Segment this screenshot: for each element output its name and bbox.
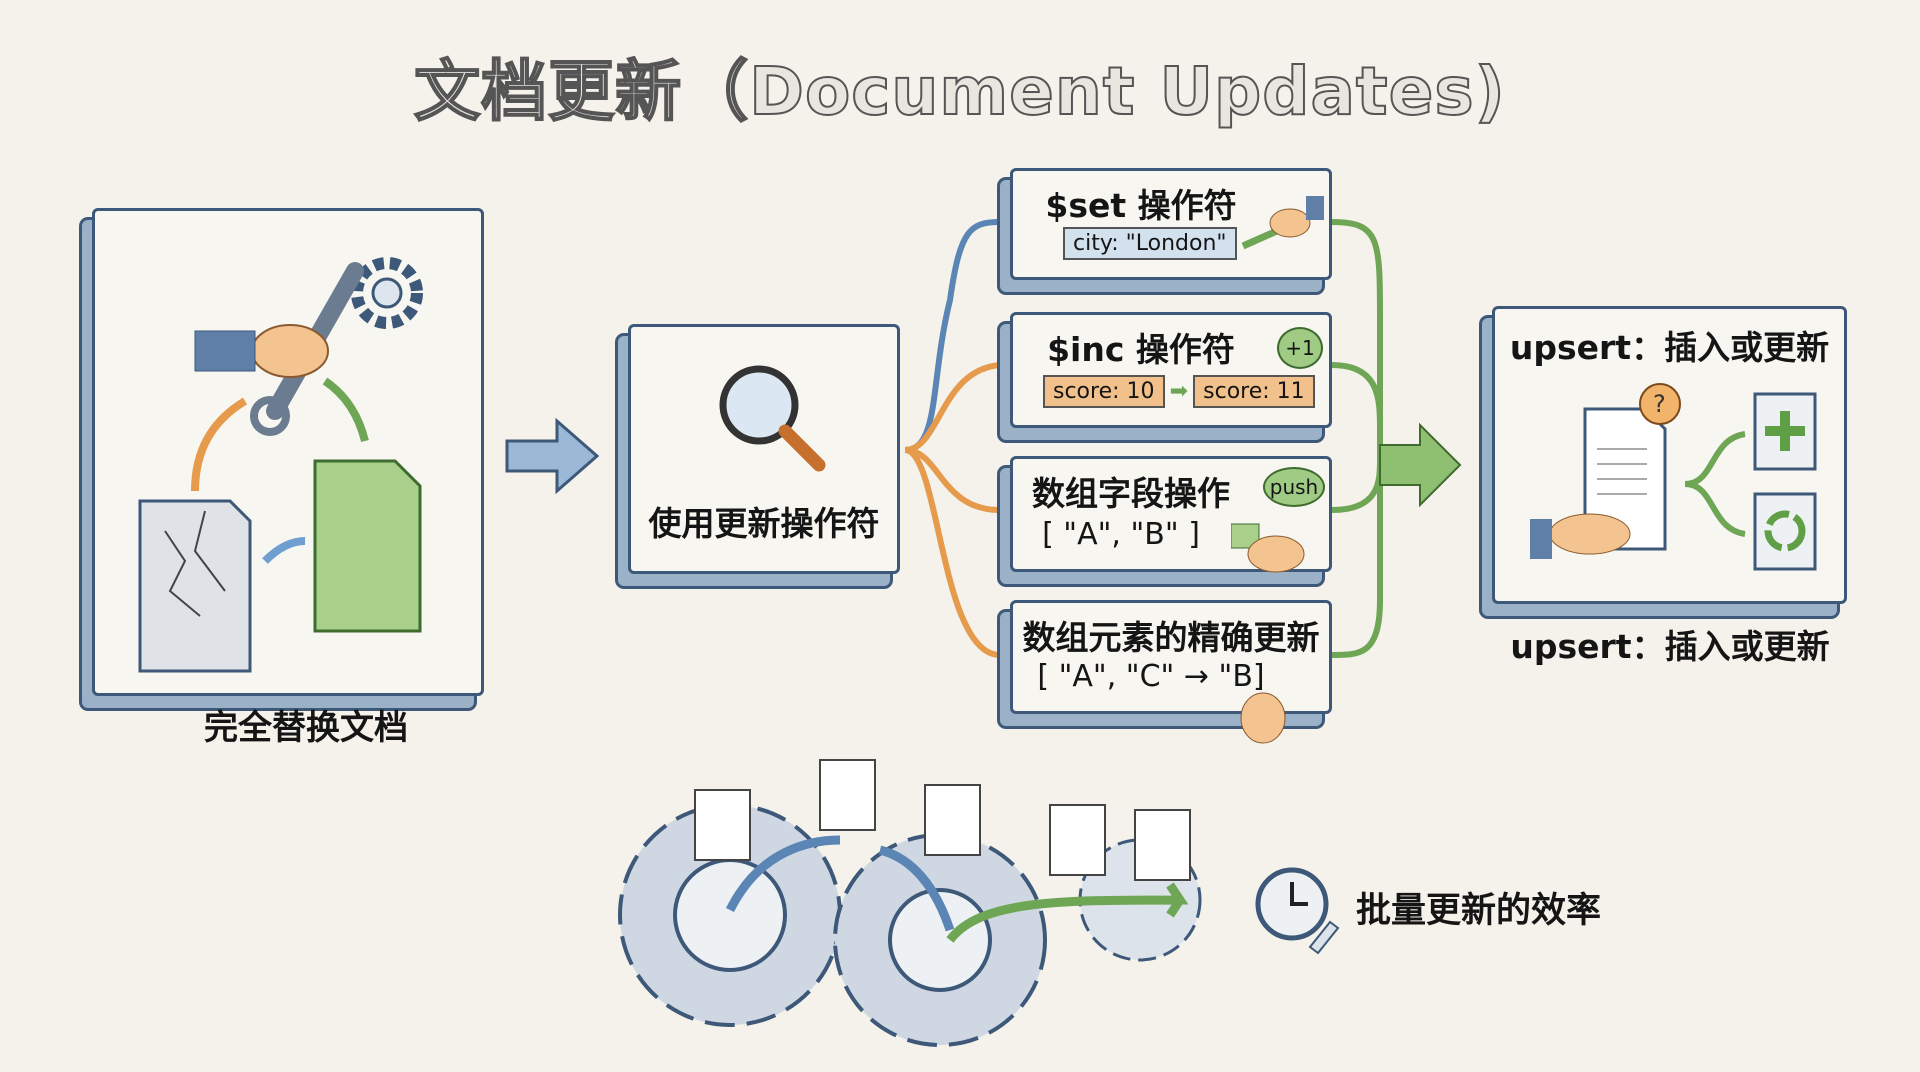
score-after-chip: score: 11	[1193, 375, 1315, 408]
replace-illustration	[138, 257, 423, 673]
upsert-title: upsert：插入或更新	[1509, 328, 1830, 367]
arrow-icon	[322, 377, 369, 443]
full-replace-label: 完全替换文档	[204, 708, 408, 748]
page-title: 文档更新（Document Updates)	[413, 52, 1506, 131]
set-code-chip: city: "London"	[1063, 227, 1237, 260]
add-document-icon	[1753, 392, 1817, 471]
hand-pen-icon	[1241, 196, 1324, 250]
gear-icon	[351, 257, 423, 329]
inc-operator-title: $inc 操作符	[1047, 330, 1235, 369]
full-replace-panel	[92, 208, 484, 696]
question-icon: ?	[1639, 383, 1681, 425]
connector-lines	[904, 219, 1462, 658]
right-arrow-icon	[505, 417, 600, 495]
stopwatch-rocket-icon	[1255, 867, 1340, 955]
arrow-icon	[262, 537, 306, 564]
gear-icon	[618, 803, 842, 1027]
upsert-label: upsert：插入或更新	[1510, 627, 1830, 666]
magnifier-icon	[719, 365, 826, 472]
array-field-title: 数组字段操作	[1032, 474, 1230, 513]
arrow-icon	[191, 397, 248, 492]
hand-icon	[1530, 513, 1631, 559]
inc-operator-card: $inc 操作符 score: 10 ➡ score: 11 +1	[1010, 312, 1332, 428]
array-element-code: [ "A", "C" → "B]	[1037, 659, 1265, 694]
bulk-gears-illustration	[618, 759, 1202, 1047]
update-operators-panel: 使用更新操作符	[628, 324, 900, 574]
upsert-illustration: ?	[1530, 383, 1817, 571]
refresh-document-icon	[1753, 492, 1817, 571]
bulk-efficiency-label: 批量更新的效率	[1356, 891, 1602, 931]
pointing-hand-icon	[1231, 523, 1305, 573]
array-element-title: 数组元素的精确更新	[1022, 618, 1320, 657]
set-operator-title: $set 操作符	[1045, 186, 1237, 225]
gear-icon	[833, 833, 1047, 1047]
upsert-panel: upsert：插入或更新 ?	[1492, 306, 1847, 604]
arrow-icon: ➡	[1169, 379, 1189, 404]
broken-document-icon	[138, 499, 252, 673]
increment-badge: +1	[1277, 327, 1323, 369]
document-icon	[694, 759, 1191, 881]
svg-text:?: ?	[1653, 390, 1666, 418]
array-field-card: 数组字段操作 [ "A", "B" ] push	[1010, 456, 1332, 573]
array-field-code: [ "A", "B" ]	[1042, 517, 1200, 552]
update-operators-label: 使用更新操作符	[648, 504, 880, 543]
score-before-chip: score: 10	[1043, 375, 1165, 408]
hand-icon	[194, 324, 329, 378]
pointing-hand-icon	[1240, 692, 1286, 744]
new-document-icon	[313, 459, 422, 633]
push-badge: push	[1263, 467, 1325, 507]
set-operator-card: $set 操作符 city: "London"	[1010, 168, 1332, 280]
array-element-card: 数组元素的精确更新 [ "A", "C" → "B]	[1010, 600, 1332, 744]
